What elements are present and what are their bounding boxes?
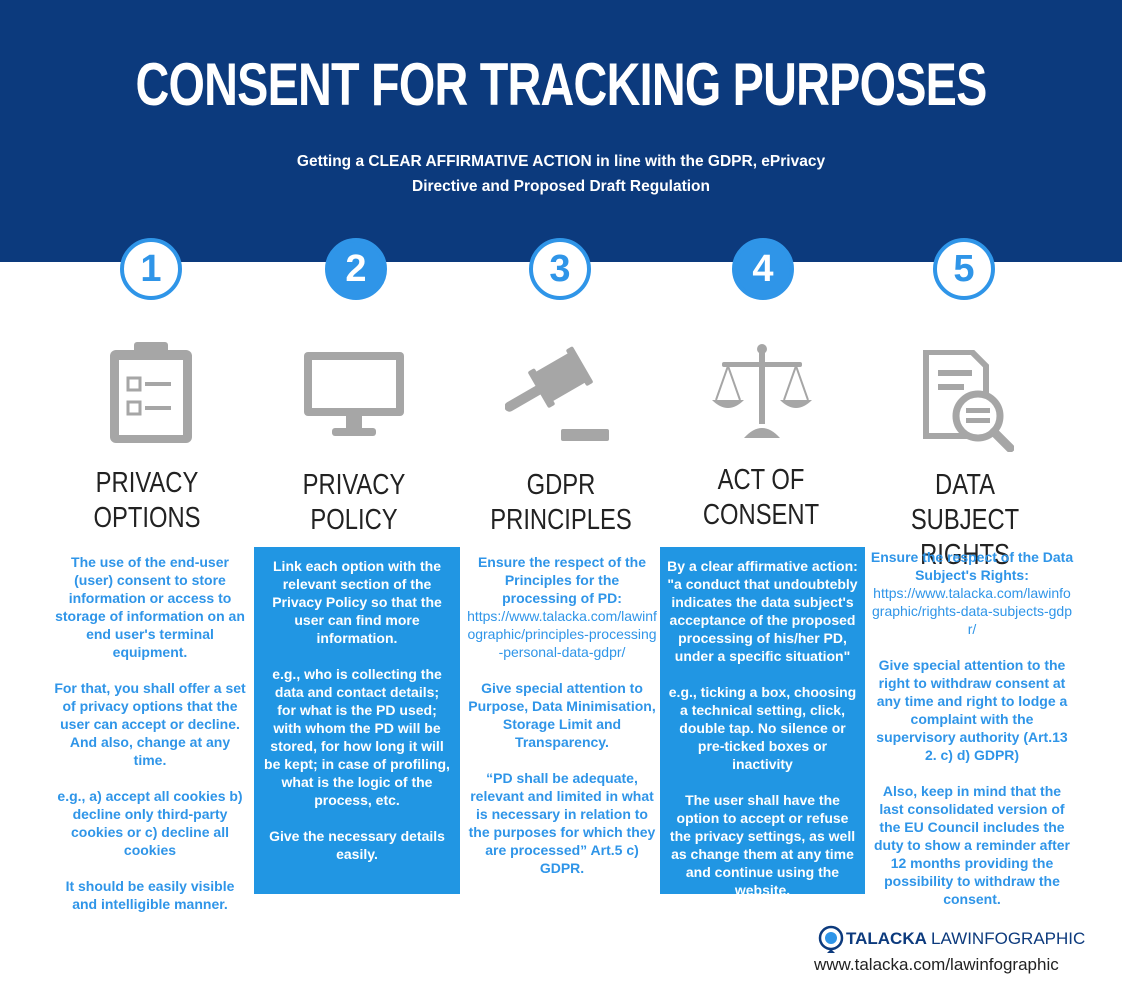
column-3-link[interactable]: https://www.talacka.com/lawinfographic/p… [467, 608, 657, 660]
column-3-title-line-1: GDPR [526, 469, 596, 501]
page-subtitle: Getting a CLEAR AFFIRMATIVE ACTION in li… [261, 149, 861, 199]
gavel-icon [505, 346, 609, 441]
column-5-paragraph: Give special attention to the right to w… [876, 657, 1068, 763]
column-title-gdpr-principles: GDPR PRINCIPLES [479, 468, 643, 538]
column-5-title-line-1: DATA SUBJECT [910, 469, 1020, 536]
column-1-paragraph: The use of the end-user (user) consent t… [55, 554, 245, 660]
column-1-paragraph: It should be easily visible and intellig… [65, 878, 235, 912]
column-2-title-line-2: POLICY [310, 504, 398, 536]
column-1-title-line-2: OPTIONS [93, 502, 201, 534]
column-3-title-line-2: PRINCIPLES [490, 504, 632, 536]
column-3-paragraph: “PD shall be adequate, relevant and limi… [468, 770, 656, 876]
column-3-paragraph: Give special attention to Purpose, Data … [468, 680, 656, 750]
step-number-3: 3 [529, 238, 591, 300]
column-3-text: Ensure the respect of the Principles for… [467, 553, 657, 877]
clipboard-checklist-icon [110, 342, 192, 443]
column-1-text: The use of the end-user (user) consent t… [52, 553, 248, 913]
step-number-4: 4 [732, 238, 794, 300]
column-title-privacy-policy: PRIVACY POLICY [272, 468, 436, 538]
column-5-text: Ensure the respect of the Data Subject's… [870, 548, 1074, 908]
column-4-paragraph: e.g., ticking a box, choosing a technica… [668, 684, 857, 772]
header-banner [0, 0, 1122, 262]
scales-icon [712, 344, 812, 438]
column-2-paragraph: e.g., who is collecting the data and con… [264, 666, 450, 808]
column-2-title-line-1: PRIVACY [302, 469, 406, 501]
column-2-paragraph: Give the necessary details easily. [269, 828, 445, 862]
step-number-5: 5 [933, 238, 995, 300]
column-5-intro-block: Ensure the respect of the Data Subject's… [870, 548, 1074, 638]
monitor-icon [304, 352, 404, 436]
column-title-privacy-options: PRIVACY OPTIONS [65, 466, 229, 536]
column-5-paragraph: Also, keep in mind that the last consoli… [873, 783, 1071, 907]
column-1-paragraph: For that, you shall offer a set of priva… [54, 680, 246, 768]
column-3-intro: Ensure the respect of the Principles for… [477, 554, 647, 606]
step-number-1: 1 [120, 238, 182, 300]
column-4-text-box: By a clear affirmative action: "a conduc… [660, 547, 865, 898]
column-3-intro-block: Ensure the respect of the Principles for… [467, 553, 657, 661]
step-number-2: 2 [325, 238, 387, 300]
column-2-text-box: Link each option with the relevant secti… [254, 547, 460, 894]
column-2-paragraph: Link each option with the relevant secti… [272, 558, 442, 646]
column-5-intro: Ensure the respect of the Data Subject's… [870, 549, 1074, 583]
column-4-paragraph: The user shall have the option to accept… [669, 792, 856, 898]
column-title-data-subject-rights: DATA SUBJECT RIGHTS [883, 468, 1047, 573]
column-4-paragraph: By a clear affirmative action: "a conduc… [667, 558, 858, 664]
column-title-act-of-consent: ACT OF CONSENT [679, 463, 843, 533]
column-4-title-line-1: ACT OF [717, 464, 805, 496]
subtitle-line-2: Directive and Proposed Draft Regulation [412, 178, 710, 195]
column-1-title-line-1: PRIVACY [95, 467, 199, 499]
column-5-link[interactable]: https://www.talacka.com/lawinfographic/r… [872, 585, 1072, 637]
document-search-icon [923, 350, 1014, 452]
footer-brand-bold: TALACKA [846, 929, 927, 948]
globe-logo-icon [818, 925, 844, 953]
footer-brand-light: LAWINFOGRAPHIC [931, 929, 1086, 948]
column-4-title-line-2: CONSENT [702, 499, 820, 531]
page-title: CONSENT FOR TRACKING PURPOSES [135, 51, 987, 118]
column-1-paragraph: e.g., a) accept all cookies b) decline o… [57, 788, 243, 858]
footer-url-link[interactable]: www.talacka.com/lawinfographic [814, 955, 1059, 974]
column-5-title-line-2: RIGHTS [920, 539, 1010, 571]
subtitle-line-1: Getting a CLEAR AFFIRMATIVE ACTION in li… [296, 153, 826, 170]
